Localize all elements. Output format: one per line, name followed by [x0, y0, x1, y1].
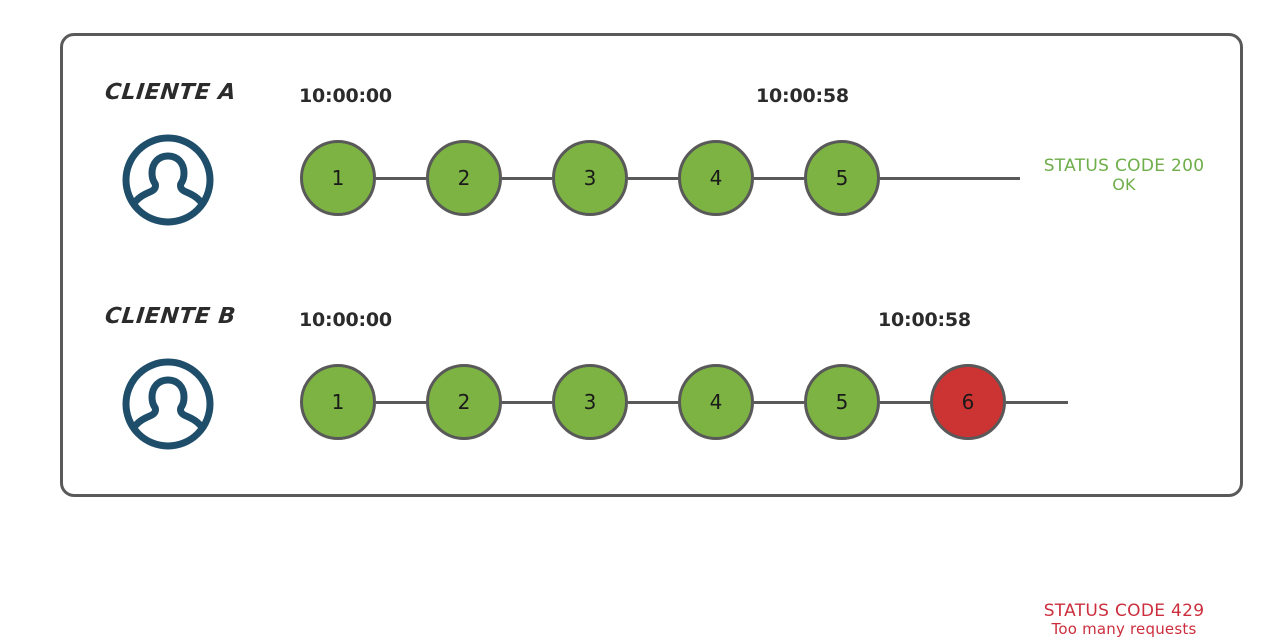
request-node[interactable]: 2 — [426, 364, 502, 440]
connector — [880, 401, 930, 404]
connector — [376, 177, 426, 180]
chain-tail — [880, 177, 1020, 180]
request-node[interactable]: 5 — [804, 140, 880, 216]
chain-tail — [1006, 401, 1068, 404]
status-badge-a: STATUS CODE 200 OK — [1024, 156, 1224, 195]
request-node[interactable]: 2 — [426, 140, 502, 216]
request-node[interactable]: 5 — [804, 364, 880, 440]
status-code-b: STATUS CODE 429 — [1043, 601, 1205, 621]
connector — [628, 177, 678, 180]
request-node[interactable]: 4 — [678, 140, 754, 216]
request-node[interactable]: 3 — [552, 140, 628, 216]
connector — [502, 177, 552, 180]
request-node[interactable]: 1 — [300, 140, 376, 216]
timestamp-end-b: 10:00:58 — [878, 309, 971, 331]
request-node[interactable]: 3 — [552, 364, 628, 440]
timestamp-start-a: 10:00:00 — [299, 85, 392, 107]
status-code-a: STATUS CODE 200 — [1043, 156, 1205, 176]
timestamp-start-b: 10:00:00 — [299, 309, 392, 331]
status-description-a: OK — [1112, 175, 1136, 195]
connector — [628, 401, 678, 404]
diagram-canvas: CLIENTE A 10:00:00 10:00:58 1 2 3 4 5 ST… — [60, 33, 1243, 638]
status-description-b: Too many requests — [1051, 620, 1197, 639]
connector — [376, 401, 426, 404]
user-avatar-icon — [120, 132, 216, 228]
client-label-b: CLIENTE B — [103, 304, 238, 329]
connector — [754, 401, 804, 404]
request-node[interactable]: 4 — [678, 364, 754, 440]
connector — [502, 401, 552, 404]
client-label-a: CLIENTE A — [103, 80, 238, 105]
request-node[interactable]: 1 — [300, 364, 376, 440]
user-avatar-icon — [120, 356, 216, 452]
connector — [754, 177, 804, 180]
request-node-rate-limited[interactable]: 6 — [930, 364, 1006, 440]
timestamp-end-a: 10:00:58 — [756, 85, 849, 107]
diagram-frame — [60, 33, 1243, 497]
status-badge-b: STATUS CODE 429 Too many requests — [1024, 601, 1224, 639]
